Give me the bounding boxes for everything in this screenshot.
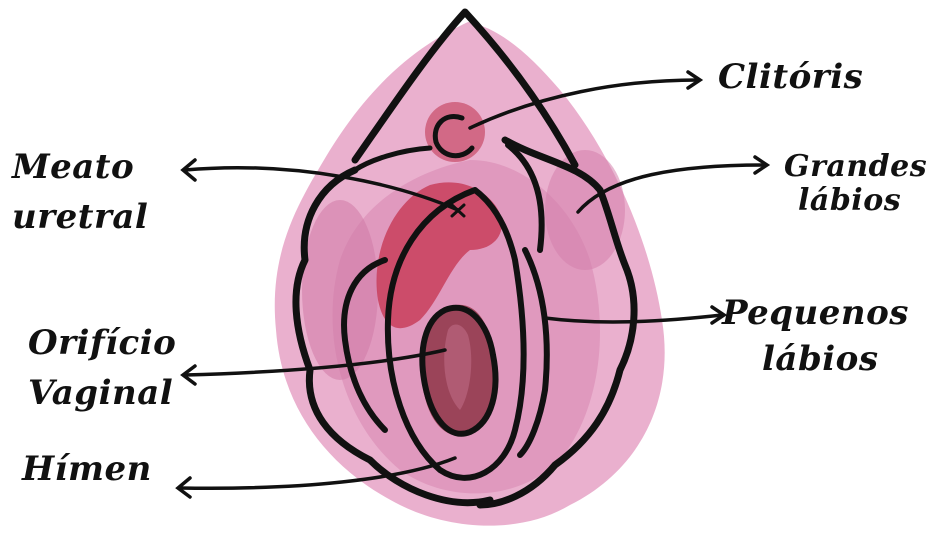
label-pequenos-line-2: lábios — [722, 336, 909, 382]
label-grandes-labios: Grandes lábios — [784, 150, 926, 218]
right-blush — [545, 150, 625, 270]
label-meato-uretral: Meato uretral — [12, 142, 148, 242]
label-pequenos-line-1: Pequenos — [722, 290, 909, 336]
label-orificio-vaginal: Orifício Vaginal — [28, 318, 176, 418]
label-pequenos-labios: Pequenos lábios — [722, 290, 909, 382]
left-blush — [302, 200, 378, 380]
label-clitoris-line-1: Clitóris — [718, 58, 863, 96]
label-grandes-line-2: lábios — [784, 184, 926, 218]
label-meato-line-1: Meato — [12, 142, 148, 192]
label-orificio-line-1: Orifício — [28, 318, 176, 368]
label-himen: Hímen — [22, 450, 152, 488]
label-orificio-line-2: Vaginal — [28, 368, 176, 418]
label-meato-line-2: uretral — [12, 192, 148, 242]
label-himen-line-1: Hímen — [22, 450, 152, 488]
label-clitoris: Clitóris — [718, 58, 863, 96]
label-grandes-line-1: Grandes — [784, 150, 926, 184]
